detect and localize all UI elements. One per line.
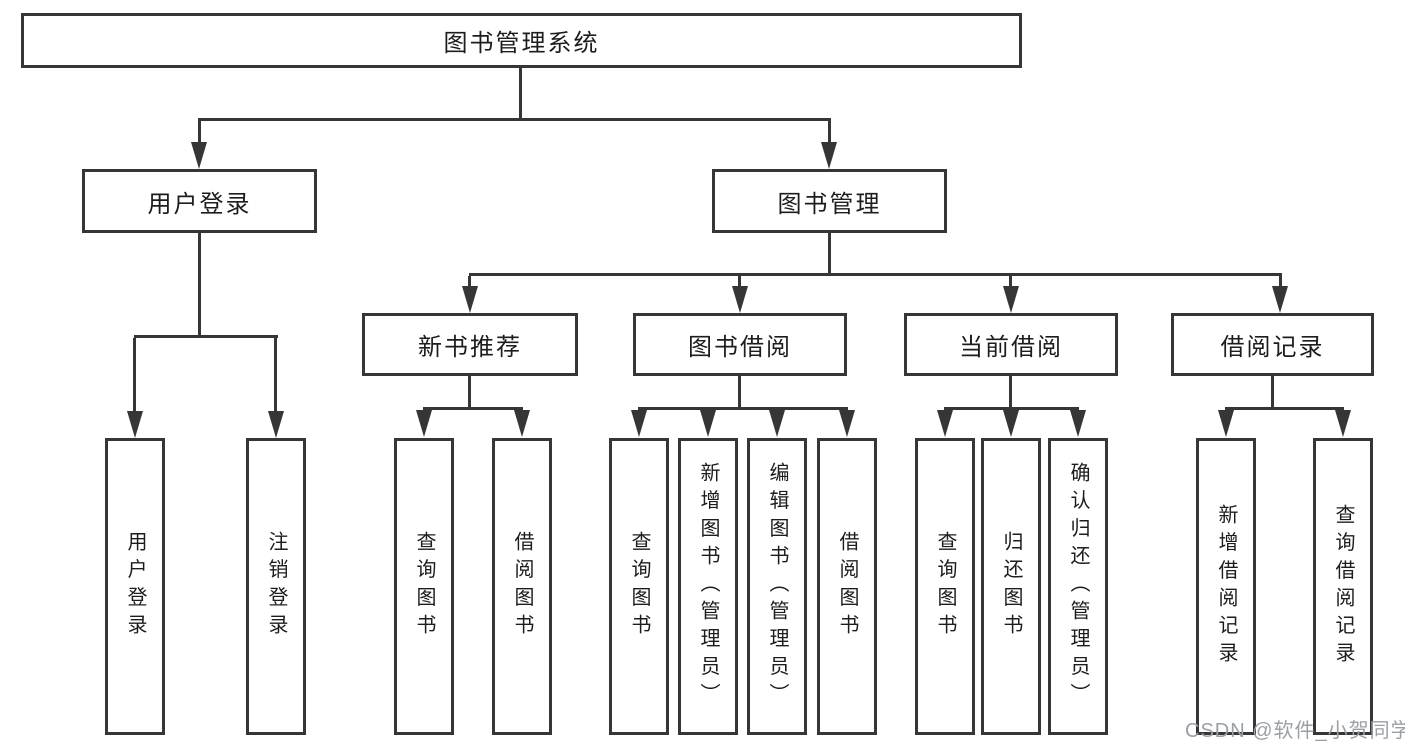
connector-drop-book-borrow bbox=[738, 276, 741, 289]
leaf-borrow-edit-admin: 编辑图书（管理员） bbox=[747, 438, 807, 735]
connector-drop-new-book bbox=[468, 276, 471, 289]
arrowhead-down-icon bbox=[1218, 410, 1234, 437]
connector-book-management-stem bbox=[828, 233, 831, 275]
connector-current-borrow-hbar bbox=[944, 407, 1079, 410]
arrowhead-down-icon bbox=[631, 410, 647, 437]
node-new-book-recommend: 新书推荐 bbox=[362, 313, 578, 376]
connector-book-management-hbar bbox=[469, 273, 1282, 276]
arrowhead-down-icon bbox=[732, 286, 748, 313]
node-root: 图书管理系统 bbox=[21, 13, 1022, 68]
node-book-borrow: 图书借阅 bbox=[633, 313, 847, 376]
arrowhead-down-icon bbox=[127, 411, 143, 438]
connector-user-login-hbar bbox=[134, 335, 278, 338]
leaf-records-query: 查询借阅记录 bbox=[1313, 438, 1373, 735]
arrowhead-down-icon bbox=[1003, 286, 1019, 313]
connector-current-borrow-stem bbox=[1009, 376, 1012, 409]
connector-user-login-stem bbox=[198, 233, 201, 337]
watermark: CSDN @软件_小贺同学 bbox=[1185, 720, 1405, 742]
arrowhead-down-icon bbox=[1003, 410, 1019, 437]
connector-book-borrow-hbar bbox=[638, 407, 848, 410]
arrowhead-down-icon bbox=[821, 142, 837, 169]
connector-root-hbar bbox=[198, 118, 831, 121]
connector-drop-current-borrow bbox=[1009, 276, 1012, 289]
connector-drop-borrow-records bbox=[1279, 276, 1282, 289]
connector-new-book-hbar bbox=[423, 407, 523, 410]
leaf-borrow-query: 查询图书 bbox=[609, 438, 669, 735]
leaf-logout: 注销登录 bbox=[246, 438, 306, 735]
arrowhead-down-icon bbox=[268, 411, 284, 438]
arrowhead-down-icon bbox=[937, 410, 953, 437]
connector-drop-leaf-logout bbox=[274, 338, 277, 412]
node-borrow-records: 借阅记录 bbox=[1171, 313, 1374, 376]
node-user-login: 用户登录 bbox=[82, 169, 317, 233]
leaf-newbook-borrow: 借阅图书 bbox=[492, 438, 552, 735]
node-current-borrow: 当前借阅 bbox=[904, 313, 1118, 376]
leaf-current-confirm-admin: 确认归还（管理员） bbox=[1048, 438, 1108, 735]
leaf-records-add: 新增借阅记录 bbox=[1196, 438, 1256, 735]
arrowhead-down-icon bbox=[1272, 286, 1288, 313]
connector-drop-book-management bbox=[828, 121, 831, 146]
arrowhead-down-icon bbox=[416, 410, 432, 437]
connector-borrow-records-stem bbox=[1271, 376, 1274, 409]
leaf-borrow-borrow: 借阅图书 bbox=[817, 438, 877, 735]
connector-borrow-records-hbar bbox=[1225, 407, 1344, 410]
connector-book-borrow-stem bbox=[738, 376, 741, 409]
leaf-borrow-add-admin: 新增图书（管理员） bbox=[678, 438, 738, 735]
node-book-management: 图书管理 bbox=[712, 169, 947, 233]
connector-new-book-stem bbox=[468, 376, 471, 409]
arrowhead-down-icon bbox=[1335, 410, 1351, 437]
connector-root-stem bbox=[519, 68, 522, 121]
leaf-current-query: 查询图书 bbox=[915, 438, 975, 735]
leaf-user-login: 用户登录 bbox=[105, 438, 165, 735]
leaf-current-return: 归还图书 bbox=[981, 438, 1041, 735]
connector-drop-leaf-user-login bbox=[133, 338, 136, 412]
arrowhead-down-icon bbox=[700, 410, 716, 437]
connector-drop-user-login bbox=[198, 121, 201, 146]
arrowhead-down-icon bbox=[839, 410, 855, 437]
arrowhead-down-icon bbox=[191, 142, 207, 169]
arrowhead-down-icon bbox=[462, 286, 478, 313]
arrowhead-down-icon bbox=[514, 410, 530, 437]
leaf-newbook-query: 查询图书 bbox=[394, 438, 454, 735]
arrowhead-down-icon bbox=[769, 410, 785, 437]
arrowhead-down-icon bbox=[1070, 410, 1086, 437]
